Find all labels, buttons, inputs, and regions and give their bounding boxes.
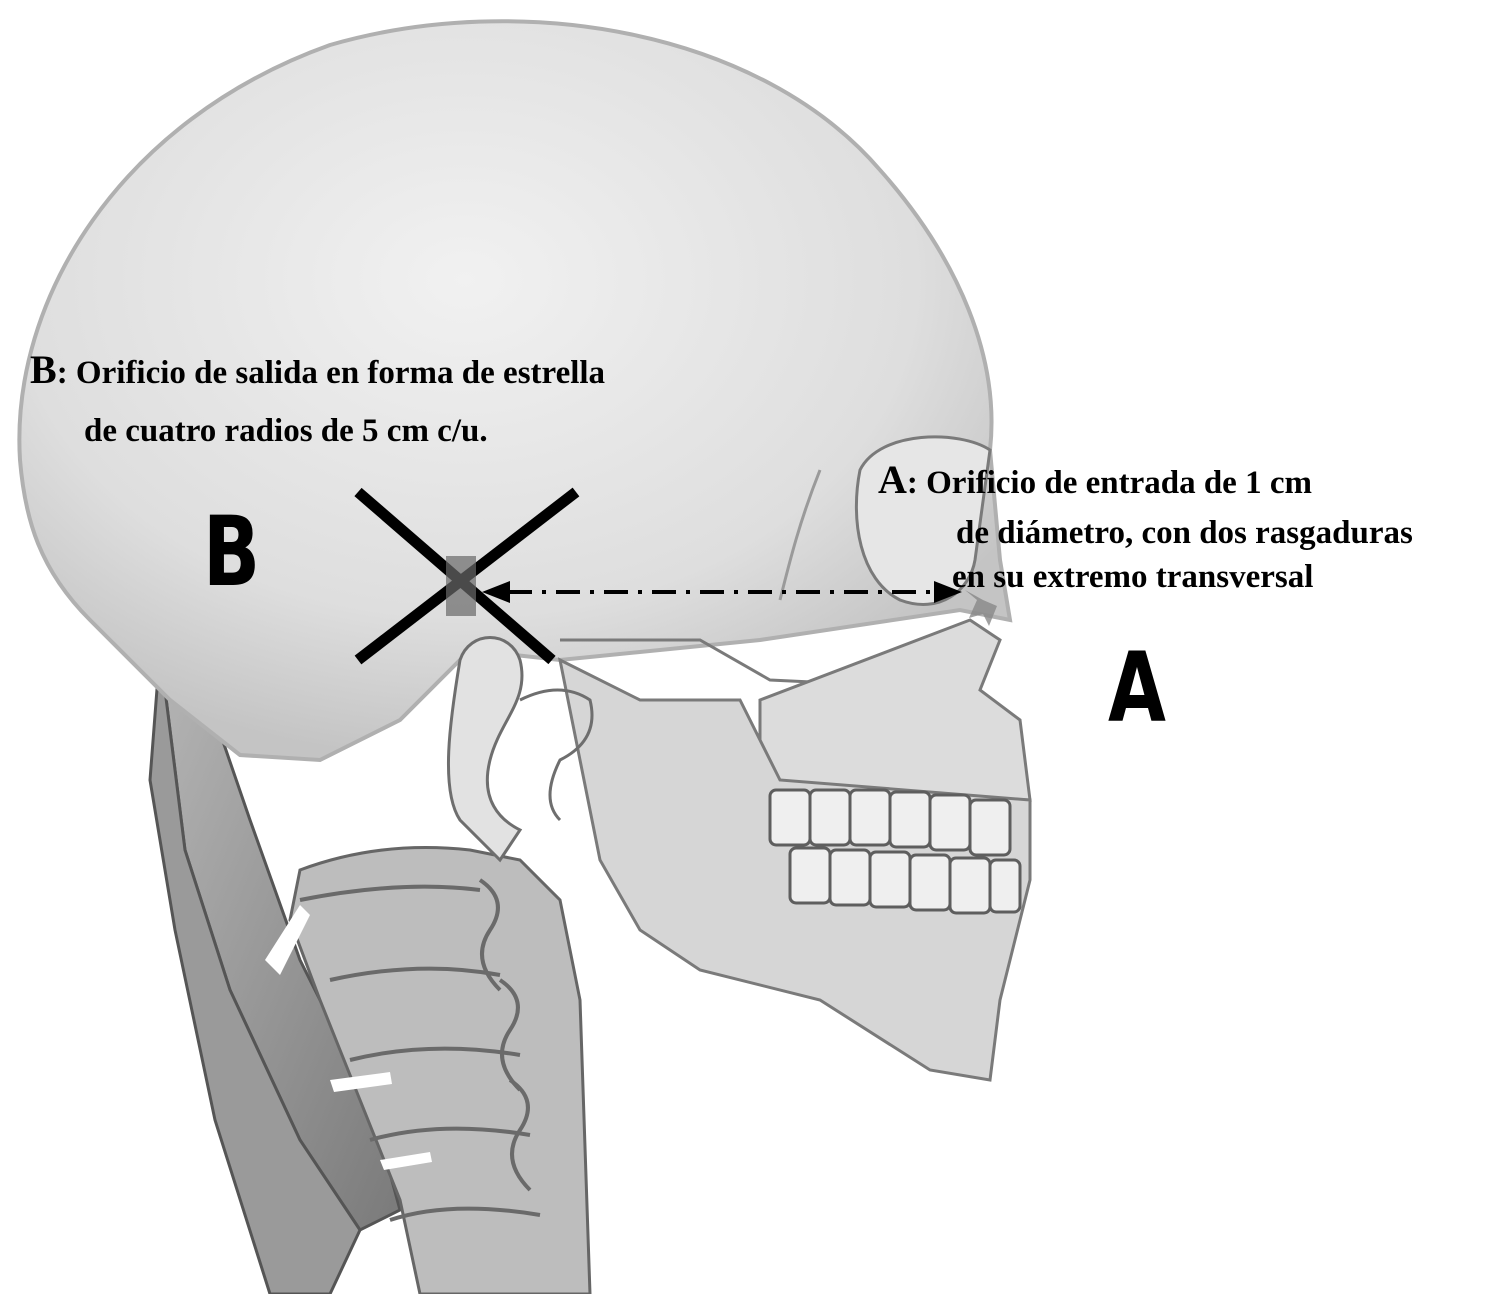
mastoid-process	[448, 638, 522, 861]
label-a-marker: A	[1108, 640, 1166, 736]
teeth	[770, 790, 1020, 913]
annotation-b-key: B	[30, 347, 57, 392]
annotation-a-key: A	[878, 457, 907, 502]
annotation-b-line1: : Orificio de salida en forma de estrell…	[57, 355, 605, 391]
annotation-a-line3: en su extremo transversal	[878, 555, 1413, 599]
annotation-b-line2: de cuatro radios de 5 cm c/u.	[30, 405, 605, 457]
maxilla	[760, 620, 1030, 800]
annotation-exit-wound: B: Orificio de salida en forma de estrel…	[30, 344, 605, 457]
annotation-a-line1: : Orificio de entrada de 1 cm	[907, 465, 1312, 501]
annotation-entry-wound: A: Orificio de entrada de 1 cm de diámet…	[878, 458, 1413, 599]
annotation-a-line2: de diámetro, con dos rasgaduras	[878, 511, 1413, 555]
label-b-marker: B	[203, 504, 260, 600]
exit-wound-center	[446, 556, 476, 616]
